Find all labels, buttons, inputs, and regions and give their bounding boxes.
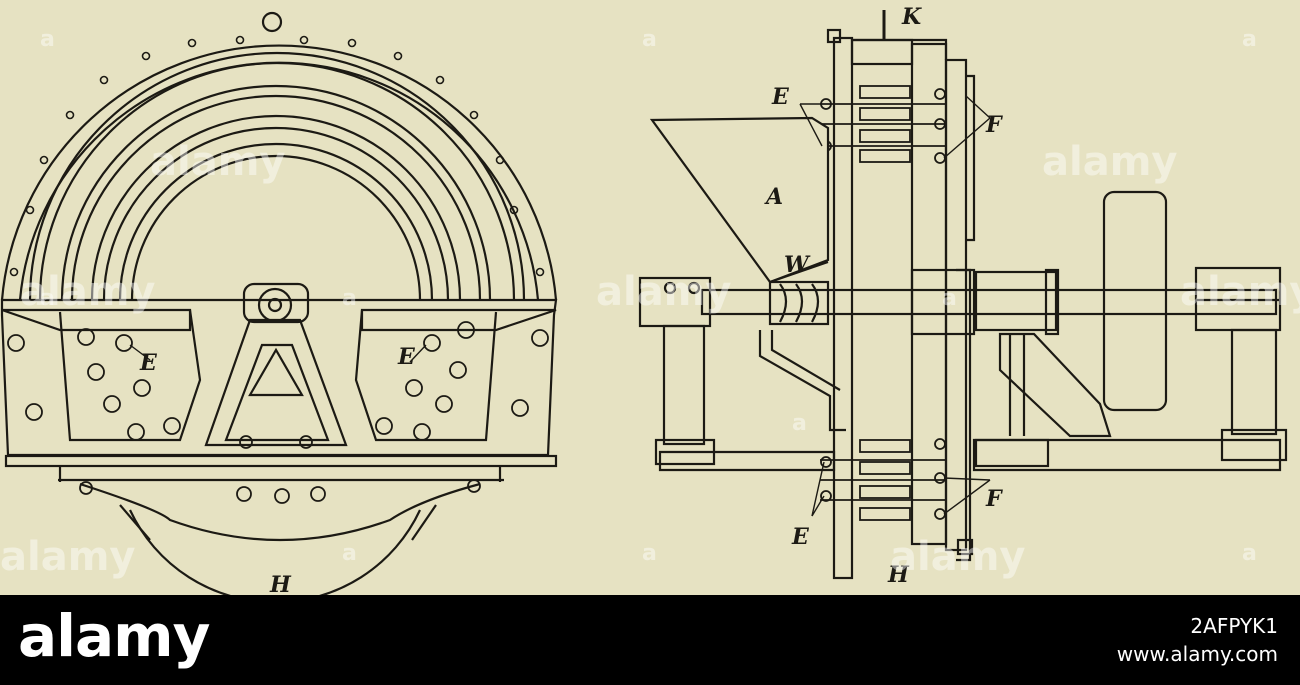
image-id: 2AFPYK1 [1190,614,1278,638]
watermark-small: a [342,286,357,311]
watermark: alamy [596,269,731,315]
coupling [974,270,1058,332]
watermark-small: a [1242,541,1257,566]
bearing-pedestal [204,318,348,447]
label-a: A [764,184,783,210]
lifting-eye [261,11,283,33]
outer-casing [0,44,558,301]
label-e-left: E [139,350,158,376]
watermark-small: a [642,541,657,566]
watermark-small: a [1242,27,1257,52]
engraving-figure: E E H K E F A W F E H alamy alamy alamy … [0,0,1300,595]
watermark-small: a [342,541,357,566]
label-e-top: E [771,84,790,110]
watermark-small: a [942,286,957,311]
watermark: alamy [1042,139,1177,185]
watermark: alamy [150,139,285,185]
feed-screw [768,280,830,326]
through-bolts [820,88,946,520]
crusher-drawing: E E H K E F A W F E H alamy alamy alamy … [0,4,1300,595]
brand-logo[interactable]: alamy [18,602,210,670]
pulley [1102,190,1168,412]
grinding-ring-outer [60,84,492,301]
grinding-bars [859,85,911,521]
label-f-top: F [985,112,1003,138]
label-f-bottom: F [985,486,1003,512]
plate-bolts [7,321,549,449]
label-e-bottom: E [791,524,810,550]
right-bearing-stand [1194,266,1288,462]
base-rail [4,454,558,468]
watermark-small: a [642,27,657,52]
watermark-small: a [792,411,807,436]
base-bed-right [972,438,1282,472]
label-w: W [784,252,811,278]
watermark: alamy [1180,269,1300,315]
label-h-right: H [887,562,910,588]
main-shaft [700,288,1278,316]
shaft-end [257,287,293,323]
footer-bar [0,595,1300,685]
housing-arc-h [129,509,421,595]
label-e-right: E [397,344,416,370]
feed-hopper [649,116,830,284]
watermark: alamy [890,534,1025,580]
lower-housing [79,482,481,542]
watermark-small: a [40,27,55,52]
front-casing-wall [832,36,854,580]
watermark: alamy [20,269,155,315]
label-h-left: H [269,572,292,595]
label-k: K [901,4,922,30]
site-url[interactable]: www.alamy.com [1116,642,1278,666]
pedestal-opening [248,347,304,397]
watermark-small: a [40,286,55,311]
grinding-ring-inner [130,154,422,301]
left-end-view [0,11,558,595]
right-section-view [638,10,1288,580]
bracket [998,332,1112,438]
base-bed-left [658,450,836,472]
watermark: alamy [0,534,135,580]
